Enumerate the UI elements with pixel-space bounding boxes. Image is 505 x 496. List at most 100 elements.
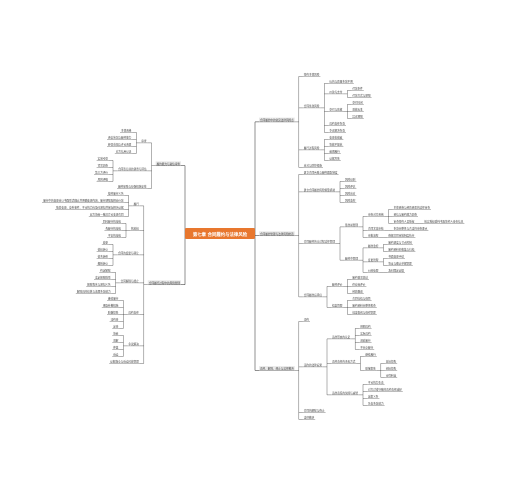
topic-node[interactable]: 合同归档与保管: [351, 297, 372, 301]
topic-node[interactable]: 异议期限: [351, 115, 364, 119]
topic-node[interactable]: 同时履行抗辩权: [101, 220, 122, 224]
topic-node[interactable]: 争议解决: [127, 342, 140, 347]
topic-node[interactable]: 变更管理: [367, 258, 380, 263]
topic-node[interactable]: 履约资料完整性检查: [351, 304, 377, 308]
topic-node[interactable]: 违约形态的认定: [331, 335, 352, 340]
topic-node[interactable]: 第三方评价: [94, 171, 109, 175]
topic-node[interactable]: 调解: [112, 339, 120, 343]
topic-node[interactable]: 付款方式与期限: [351, 94, 372, 98]
topic-node[interactable]: 合同签订前的调查与评估: [117, 167, 148, 172]
topic-node[interactable]: 履行: [132, 202, 140, 207]
topic-node[interactable]: 迟延履行: [359, 339, 372, 343]
topic-node[interactable]: 违约责任条款: [328, 122, 346, 126]
topic-node[interactable]: 情势变更、意外事件、不可抗力应及时通知并保存相关证据: [55, 206, 125, 210]
topic-node[interactable]: 履约资料的收集与归档: [387, 248, 416, 252]
topic-node[interactable]: 法定解除情形: [94, 276, 112, 280]
topic-node[interactable]: 抗辩权: [130, 227, 140, 231]
topic-node[interactable]: 资信状况与履约能力: [107, 136, 133, 140]
topic-node[interactable]: 合同文本审核: [367, 227, 385, 231]
topic-node[interactable]: 应对与防控措施: [302, 164, 323, 168]
topic-node[interactable]: 合同履行过程中的风险管理: [147, 280, 181, 286]
topic-node[interactable]: 履行中的变更应以书面形式确认并明确变更内容、履行期限及相应价款: [42, 199, 125, 203]
topic-node[interactable]: 违约的法律后果: [302, 363, 323, 368]
topic-node[interactable]: 建立合同台账与履约跟踪制度: [302, 171, 339, 175]
topic-node[interactable]: 书面变更手续: [387, 255, 405, 259]
topic-node[interactable]: 条款完整性与合法性审查要点: [392, 227, 429, 231]
topic-node[interactable]: 合同的解除与终止: [302, 409, 326, 413]
topic-node[interactable]: 诉讼: [112, 353, 120, 357]
topic-node[interactable]: 核实授权委托书及签约人身份信息: [423, 220, 465, 224]
topic-node[interactable]: 合同履约中的常见法律风险点: [259, 117, 295, 123]
topic-node[interactable]: 履约监控: [367, 244, 380, 249]
topic-node[interactable]: 变更未留痕: [328, 136, 344, 140]
topic-node[interactable]: 债权转让: [96, 248, 109, 252]
topic-node[interactable]: 继续履行: [364, 353, 377, 357]
topic-node[interactable]: 签约前管理: [344, 223, 359, 228]
topic-node[interactable]: 合同履约后评估: [302, 293, 323, 298]
topic-node[interactable]: 及时固定证据: [387, 269, 405, 273]
topic-node[interactable]: 证据灭失: [328, 157, 341, 161]
topic-node[interactable]: 风险评估: [344, 185, 357, 189]
topic-node[interactable]: 协商: [112, 332, 120, 336]
topic-node[interactable]: 争议解决条款: [328, 129, 346, 133]
topic-node[interactable]: 债务转移: [96, 255, 109, 259]
topic-node[interactable]: 履约保障与担保措施安排: [117, 185, 148, 189]
topic-node[interactable]: 先履行抗辩权: [104, 227, 122, 231]
topic-node[interactable]: 建立合同履约风险预警机制: [302, 188, 336, 193]
topic-node[interactable]: 直接损失: [384, 360, 398, 364]
topic-node[interactable]: 解除程序与通知义务: [86, 283, 112, 287]
topic-node[interactable]: 履约情况总结: [351, 276, 369, 280]
topic-node[interactable]: 审批流程: [367, 234, 380, 238]
topic-node[interactable]: 履约中管理: [344, 256, 359, 261]
topic-node[interactable]: 签收不规范: [328, 143, 344, 147]
topic-node[interactable]: 交付与验收: [328, 108, 344, 112]
topic-node[interactable]: 违约: [302, 318, 310, 322]
topic-node[interactable]: 采取补救措施: [101, 304, 120, 308]
topic-node[interactable]: 履行过程风险: [302, 146, 321, 151]
topic-node[interactable]: 合同解除与终止: [119, 279, 140, 284]
topic-node[interactable]: 合同的变更与转让: [117, 251, 140, 256]
topic-node[interactable]: 对方过错导致的违约责任减轻: [367, 388, 403, 392]
topic-node[interactable]: 合同履约管理与法律风险防范: [259, 231, 295, 237]
topic-node[interactable]: 交付时间: [351, 101, 364, 105]
topic-node[interactable]: 合同条款风险: [302, 104, 321, 109]
topic-node[interactable]: 违约责任的免除与减轻: [331, 391, 359, 396]
topic-node[interactable]: 标的与质量条款不明: [328, 80, 354, 84]
topic-node[interactable]: 实地考察: [96, 157, 109, 161]
topic-node[interactable]: 赔偿损失: [107, 311, 120, 315]
topic-node[interactable]: 供应商评价: [351, 283, 367, 287]
topic-node[interactable]: 约定解除: [99, 269, 112, 273]
topic-node[interactable]: 经营范围与许可资质: [107, 143, 133, 147]
topic-node[interactable]: 赔偿损失: [364, 367, 377, 371]
topic-node[interactable]: 变更: [101, 241, 109, 245]
topic-node[interactable]: 审查: [140, 139, 148, 144]
topic-node[interactable]: 按约履行义务: [107, 192, 125, 196]
topic-node[interactable]: 风险评级: [96, 178, 109, 182]
topic-node[interactable]: 概括转让: [96, 262, 109, 266]
topic-node[interactable]: 经验教训: [351, 290, 364, 294]
topic-node[interactable]: 签约主体风险: [302, 73, 321, 77]
topic-node[interactable]: 对方信用记录: [114, 150, 133, 154]
topic-node[interactable]: 解除后的结算与清理条款效力: [75, 290, 112, 294]
topic-node[interactable]: 预期违约: [359, 325, 372, 329]
topic-node[interactable]: 履约评价: [331, 283, 344, 287]
topic-node[interactable]: 减损义务: [367, 395, 380, 399]
topic-node[interactable]: 违约金: [109, 318, 120, 322]
root-node[interactable]: 第七章 合同履约与法律风险: [185, 228, 255, 239]
topic-node[interactable]: 双方协商一致后方可变更合同: [88, 213, 125, 217]
topic-node[interactable]: 签证与确认单据管理: [387, 262, 413, 266]
topic-node[interactable]: 风险监控: [344, 199, 357, 203]
topic-node[interactable]: 档案借阅与保密管理: [351, 311, 377, 315]
topic-node[interactable]: 定金: [112, 325, 120, 329]
topic-node[interactable]: 审查签约人员授权: [392, 220, 416, 224]
topic-node[interactable]: 继续履行: [107, 297, 120, 301]
topic-node[interactable]: 免责条款效力: [367, 402, 385, 406]
topic-node[interactable]: 依据合同审批制度执行: [387, 234, 416, 238]
topic-node[interactable]: 不安抗辩权: [107, 234, 122, 238]
topic-node[interactable]: 可得利益: [384, 374, 398, 378]
topic-node[interactable]: 违约、解除、终止与法律救济: [259, 366, 295, 371]
topic-node[interactable]: 间接损失: [384, 367, 398, 371]
topic-node[interactable]: 逾期履行: [328, 150, 341, 154]
topic-node[interactable]: 法律救济: [302, 416, 316, 420]
topic-node[interactable]: 主体资格与经营资质的法律审查: [392, 206, 431, 210]
